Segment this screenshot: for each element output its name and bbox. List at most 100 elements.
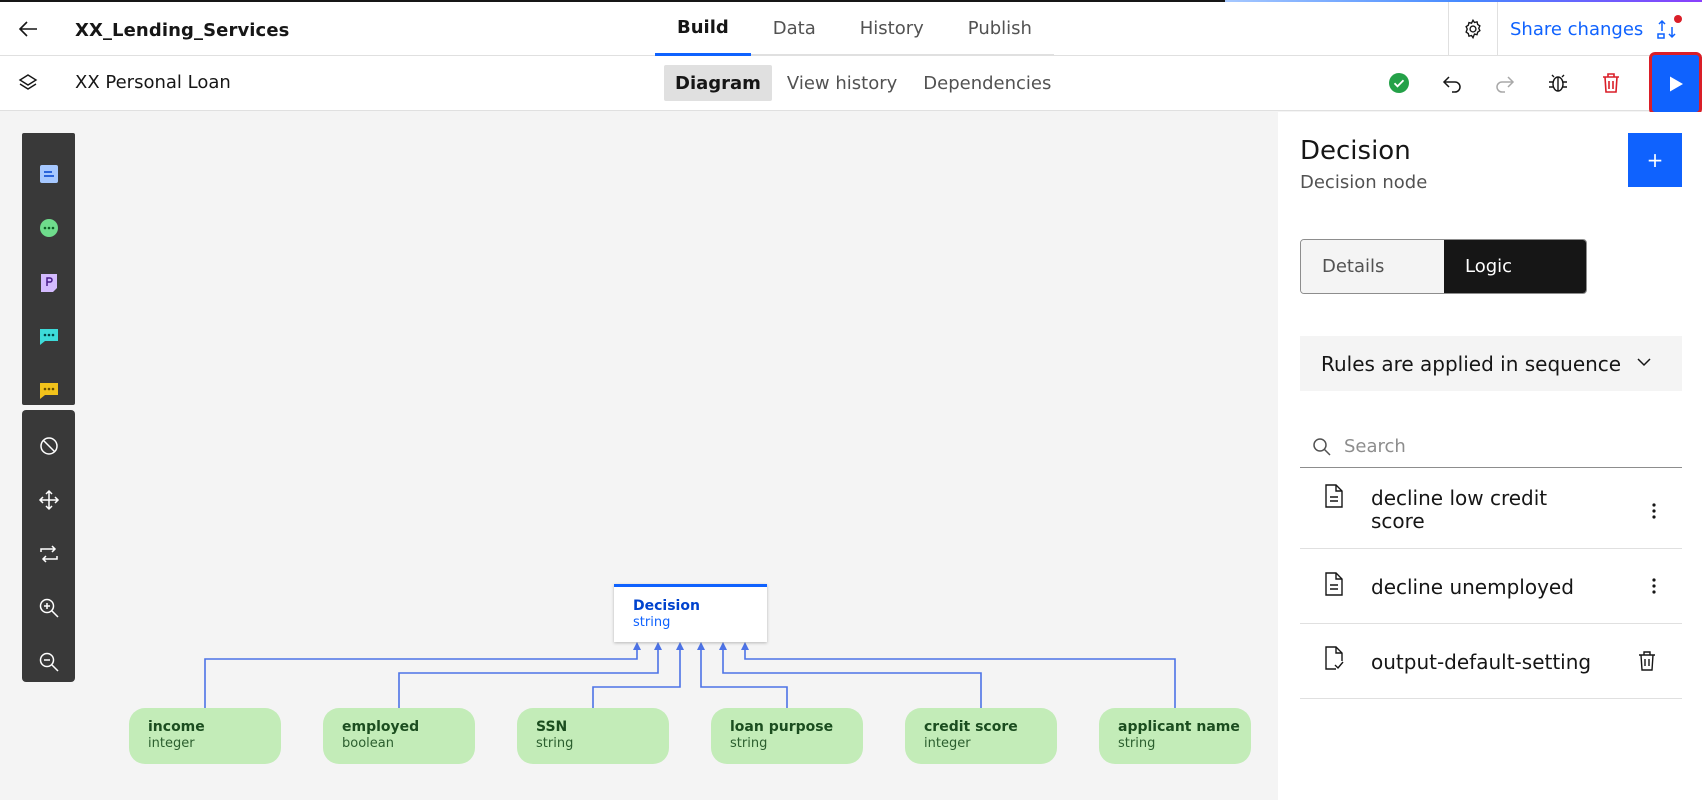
- edge-income: [204, 648, 638, 708]
- palette-decision-node[interactable]: [22, 201, 75, 255]
- rule-mode-label: Rules are applied in sequence: [1321, 351, 1622, 376]
- top-bar: XX_Lending_Services Build Data History P…: [0, 0, 1702, 56]
- redo-button[interactable]: [1478, 56, 1531, 110]
- rule-item[interactable]: output-default-setting: [1300, 624, 1682, 699]
- arrowhead: [654, 642, 662, 650]
- edge-ssn: [592, 648, 681, 708]
- trash-icon[interactable]: [1638, 651, 1656, 671]
- properties-panel: Decision Decision node + Details Logic R…: [1278, 112, 1702, 800]
- input-node-type: boolean: [342, 736, 394, 751]
- trash-icon: [1602, 73, 1619, 93]
- rule-mode-dropdown[interactable]: Rules are applied in sequence: [1300, 336, 1682, 391]
- panel-view-switcher: Details Logic: [1300, 239, 1587, 294]
- input-node-employed[interactable]: employed boolean: [323, 708, 475, 764]
- debug-button[interactable]: [1531, 56, 1584, 110]
- relayout-button[interactable]: [22, 527, 75, 581]
- loading-indicator: [1225, 0, 1702, 2]
- document-icon: [1325, 484, 1343, 508]
- comment-node-icon: [39, 383, 58, 399]
- input-node-ssn[interactable]: SSN string: [517, 708, 669, 764]
- tab-publish[interactable]: Publish: [945, 2, 1054, 56]
- decision-node[interactable]: Decision string: [614, 584, 767, 642]
- input-node-type: string: [1118, 736, 1156, 751]
- input-node-applicant-name[interactable]: applicant name string: [1099, 708, 1251, 764]
- input-node-icon: [39, 165, 58, 183]
- arrowhead: [741, 642, 749, 650]
- play-icon: [1669, 76, 1683, 91]
- input-node-loan-purpose[interactable]: loan purpose string: [711, 708, 863, 764]
- input-node-income[interactable]: income integer: [129, 708, 281, 764]
- decision-model-title: XX Personal Loan: [75, 72, 231, 93]
- redo-icon: [1495, 76, 1514, 93]
- add-rule-button[interactable]: +: [1628, 133, 1682, 187]
- arrowhead: [719, 642, 727, 650]
- move-button[interactable]: [22, 473, 75, 527]
- palette-input-node[interactable]: [22, 147, 75, 201]
- edge-group: [204, 642, 1176, 708]
- notification-dot: [1674, 15, 1683, 23]
- view-tabs: Diagram View history Dependencies: [664, 65, 1062, 101]
- rule-item[interactable]: decline low credit score: [1300, 472, 1682, 549]
- diagram-canvas[interactable]: Decision string income integer employed …: [0, 112, 1278, 800]
- clear-selection-button[interactable]: [22, 419, 75, 473]
- edge-applicant-name: [744, 648, 1176, 708]
- tab-dependencies[interactable]: Dependencies: [923, 72, 1052, 94]
- delete-model-button[interactable]: [1584, 56, 1637, 110]
- panel-title: Decision: [1300, 136, 1411, 166]
- palette-prediction-node[interactable]: [22, 309, 75, 363]
- rule-label: output-default-setting: [1371, 650, 1592, 674]
- arrowhead: [676, 642, 684, 650]
- share-changes-button[interactable]: Share changes: [1510, 2, 1683, 56]
- edge-credit-score: [722, 648, 982, 708]
- tab-view-history[interactable]: View history: [786, 72, 898, 94]
- input-node-name: applicant name: [1118, 719, 1240, 735]
- tab-history[interactable]: History: [837, 2, 946, 56]
- decision-node-icon: [39, 219, 58, 237]
- palette-function-node[interactable]: [22, 255, 75, 309]
- rule-label: decline low credit score: [1371, 486, 1548, 533]
- zoom-out-button[interactable]: [22, 635, 75, 689]
- zoom-in-button[interactable]: [22, 581, 75, 635]
- zoom-in-icon: [39, 598, 59, 618]
- input-node-name: income: [148, 719, 205, 735]
- document-icon: [1325, 572, 1343, 596]
- layers-button[interactable]: [0, 56, 56, 110]
- arrow-left-icon: [18, 21, 37, 37]
- overflow-menu-icon[interactable]: [1652, 578, 1656, 594]
- rule-search: [1300, 426, 1682, 468]
- move-icon: [38, 489, 59, 511]
- edge-loan-purpose: [700, 648, 788, 708]
- debug-icon: [1548, 74, 1567, 92]
- logic-tab[interactable]: Logic: [1444, 240, 1586, 293]
- back-button[interactable]: [0, 2, 56, 56]
- main-tabs: Build Data History Publish: [655, 2, 1054, 56]
- search-input[interactable]: [1344, 436, 1664, 457]
- input-node-name: SSN: [536, 719, 568, 735]
- tab-data[interactable]: Data: [750, 2, 838, 56]
- input-node-name: credit score: [924, 719, 1018, 735]
- gear-icon: [1465, 18, 1481, 40]
- repeat-icon: [39, 545, 58, 563]
- share-changes-label: Share changes: [1510, 18, 1644, 40]
- validation-status[interactable]: [1372, 56, 1425, 110]
- undo-button[interactable]: [1425, 56, 1478, 110]
- input-node-credit-score[interactable]: credit score integer: [905, 708, 1057, 764]
- node-palette: [22, 133, 75, 405]
- input-node-name: employed: [342, 719, 420, 735]
- decision-node-name: Decision: [633, 598, 700, 614]
- input-node-type: string: [536, 736, 574, 751]
- overflow-menu-icon[interactable]: [1652, 503, 1656, 519]
- panel-subtitle: Decision node: [1300, 172, 1428, 193]
- rule-item[interactable]: decline unemployed: [1300, 549, 1682, 624]
- checkmark-filled-icon: [1388, 73, 1409, 93]
- details-tab[interactable]: Details: [1301, 240, 1444, 293]
- run-button[interactable]: [1649, 52, 1702, 115]
- undo-icon: [1442, 76, 1461, 93]
- tab-build[interactable]: Build: [655, 2, 751, 56]
- document-check-icon: [1325, 646, 1344, 670]
- tab-diagram[interactable]: Diagram: [664, 65, 772, 101]
- input-node-type: integer: [924, 736, 971, 751]
- settings-button[interactable]: [1448, 2, 1498, 56]
- edge-employed: [398, 648, 659, 708]
- palette-comment-node[interactable]: [22, 363, 75, 417]
